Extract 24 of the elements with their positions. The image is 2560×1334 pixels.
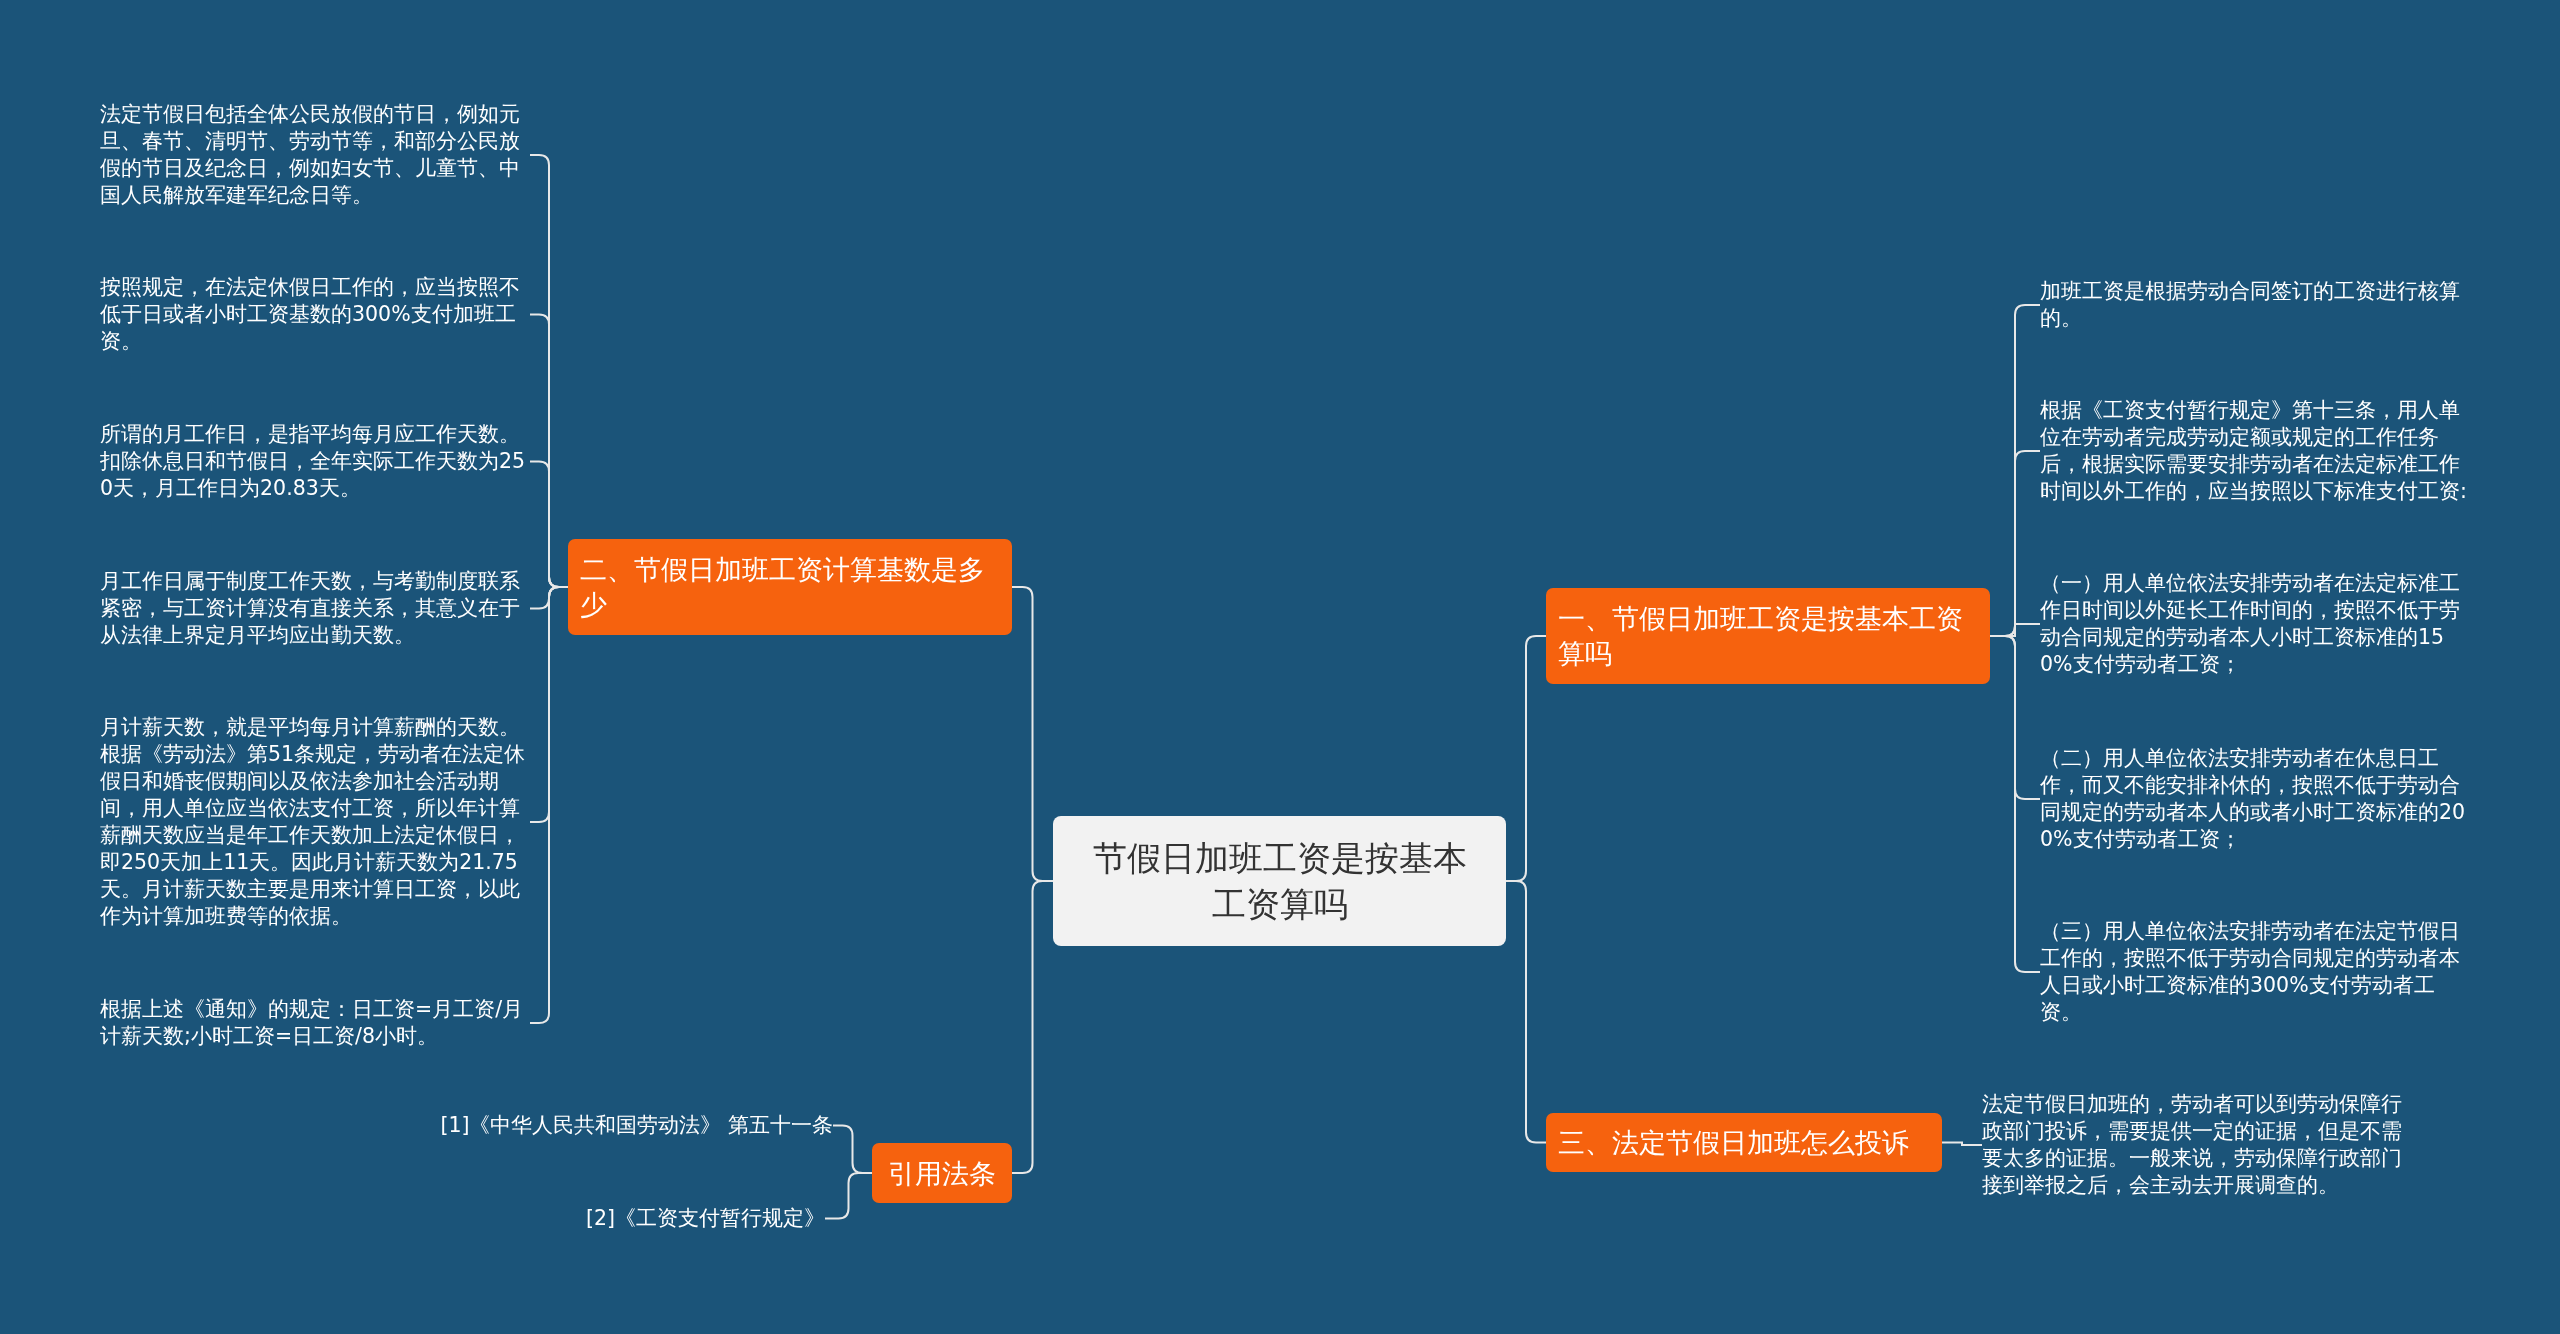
text-note: 根据《工资支付暂行规定》第十三条，用人单位在劳动者完成劳动定额或规定的工作任务后，根据实际需要安排劳动者在法定标准工作时间以外工作的，应当按照以下标准支付工资: bbox=[2040, 397, 2470, 505]
connector-line bbox=[1505, 880, 1547, 1144]
text-note: 月工作日属于制度工作天数，与考勤制度联系紧密，与工资计算没有直接关系，其意义在于从法律上界定月平均应出勤天数。 bbox=[100, 568, 530, 649]
text-note: （三）用人单位依法安排劳动者在法定节假日工作的，按照不低于劳动合同规定的劳动者本人日或小时工资标准的300%支付劳动者工资。 bbox=[2040, 918, 2470, 1026]
text-note: 月计薪天数，就是平均每月计算薪酬的天数。根据《劳动法》第51条规定，劳动者在法定休假日和婚丧假期间以及依法参加社会活动期间，用人单位应当依法支付工资，所以年计算薪酬天数应当是年工作天数加上法定休假日，即250天加上11天。因此月计薪天数为21.75天。月计薪天数主要是用来计算日工资，以此作为计算加班费等的依据。 bbox=[100, 714, 530, 930]
text-note: 按照规定，在法定休假日工作的，应当按照不低于日或者小时工资基数的300%支付加班工资。 bbox=[100, 274, 530, 355]
text-note: [2]《工资支付暂行规定》 bbox=[560, 1205, 825, 1232]
text-note: 根据上述《通知》的规定：日工资=月工资/月计薪天数;小时工资=日工资/8小时。 bbox=[100, 996, 530, 1050]
topic-box: 二、节假日加班工资计算基数是多少 bbox=[568, 539, 1012, 635]
topic-box: 三、法定节假日加班怎么投诉 bbox=[1546, 1113, 1942, 1172]
connector-line bbox=[1989, 635, 2041, 973]
central-topic-box: 节假日加班工资是按基本工资算吗 bbox=[1053, 816, 1506, 946]
text-note: 法定节假日包括全体公民放假的节日，例如元旦、春节、清明节、劳动节等，和部分公民放假的节日及纪念日，例如妇女节、儿童节、中国人民解放军建军纪念日等。 bbox=[100, 101, 530, 209]
text-note: 加班工资是根据劳动合同签订的工资进行核算的。 bbox=[2040, 278, 2470, 332]
text-note: [1]《中华人民共和国劳动法》 第五十一条 bbox=[420, 1112, 833, 1139]
topic-box: 引用法条 bbox=[872, 1143, 1012, 1203]
text-note: （一）用人单位依法安排劳动者在法定标准工作日时间以外延长工作时间的，按照不低于劳动合同规定的劳动者本人小时工资标准的150%支付劳动者工资； bbox=[2040, 570, 2470, 678]
text-note: 所谓的月工作日，是指平均每月应工作天数。扣除休息日和节假日，全年实际工作天数为250天，月工作日为20.83天。 bbox=[100, 421, 530, 502]
connector-line bbox=[1011, 880, 1054, 1174]
text-note: 法定节假日加班的，劳动者可以到劳动保障行政部门投诉，需要提供一定的证据，但是不需要太多的证据。一般来说，劳动保障行政部门接到举报之后，会主动去开展调查的。 bbox=[1982, 1091, 2412, 1199]
text-note: （二）用人单位依法安排劳动者在休息日工作，而又不能安排补休的，按照不低于劳动合同规定的劳动者本人的或者小时工资标准的200%支付劳动者工资； bbox=[2040, 745, 2470, 853]
connector-line bbox=[824, 1172, 873, 1220]
connector-line bbox=[1941, 1141, 1983, 1146]
topic-box: 一、节假日加班工资是按基本工资算吗 bbox=[1546, 588, 1990, 684]
